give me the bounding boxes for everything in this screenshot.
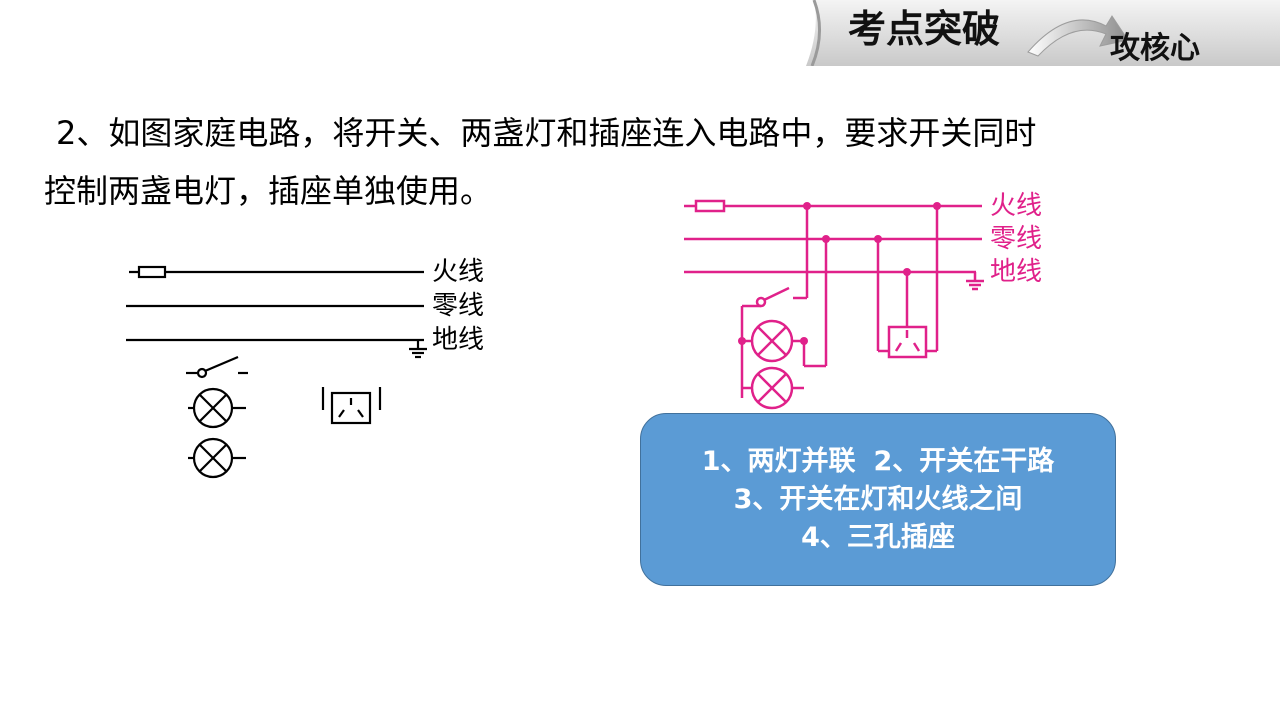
lamp-icon (750, 319, 794, 363)
earth-wire-label: 地线 (990, 257, 1042, 287)
lamp-icon (188, 387, 246, 429)
fuse-icon (694, 199, 726, 213)
answer-item-1: 1、两灯并联 (701, 445, 856, 477)
earth-wire-label: 地线 (432, 325, 484, 355)
socket-icon (887, 325, 928, 359)
right-circuit-diagram (684, 199, 984, 410)
section-banner: 考点突破 攻核心 (806, 0, 1280, 66)
answer-item-4: 4、三孔插座 (801, 521, 955, 553)
fuse-icon (137, 265, 167, 279)
left-circuit-diagram (126, 265, 427, 479)
ground-icon (966, 272, 984, 291)
live-wire-label: 火线 (990, 191, 1042, 221)
question-text: 2、如图家庭电路，将开关、两盏灯和插座连入电路中，要求开关同时 控制两盏电灯，插… (44, 112, 1244, 212)
question-line-2: 控制两盏电灯，插座单独使用。 (44, 172, 493, 210)
answer-item-2: 2、开关在干路 (873, 445, 1055, 477)
neutral-wire-label: 零线 (432, 291, 484, 321)
answer-item-3: 3、开关在灯和火线之间 (733, 483, 1023, 515)
switch-icon (186, 355, 248, 379)
lamp-icon (750, 366, 794, 410)
banner-subtitle: 攻核心 (1110, 31, 1200, 66)
banner-title: 考点突破 (848, 6, 1000, 51)
ground-icon (409, 340, 427, 359)
live-wire-label: 火线 (432, 257, 484, 287)
neutral-wire-label: 零线 (990, 224, 1042, 254)
switch-icon (763, 286, 790, 302)
question-line-1: 2、如图家庭电路，将开关、两盏灯和插座连入电路中，要求开关同时 (56, 114, 1037, 152)
lamp-icon (188, 437, 246, 479)
socket-icon (321, 387, 382, 425)
arrow-icon (1027, 15, 1129, 57)
banner-background (806, 0, 1280, 66)
answer-callout: 1、两灯并联 2、开关在干路 3、开关在灯和火线之间 4、三孔插座 (640, 413, 1116, 586)
junction-dots (738, 202, 941, 345)
answer-row: 1、两灯并联 2、开关在干路 (702, 443, 1055, 481)
